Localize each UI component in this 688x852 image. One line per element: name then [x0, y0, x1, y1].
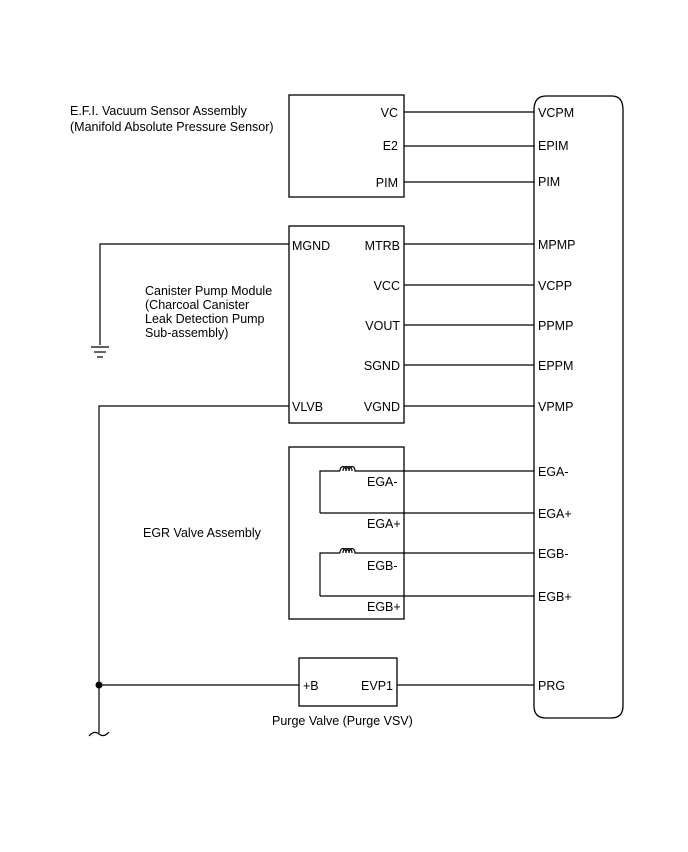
- ecm-terminal-epim: EPIM: [538, 139, 569, 153]
- pin-vout: VOUT: [365, 319, 400, 333]
- pin-vlvb: VLVB: [292, 400, 323, 414]
- ecm-terminal-egb-plus: EGB+: [538, 590, 572, 604]
- pin-vgnd: VGND: [364, 400, 400, 414]
- wire-vlvb-common: [98, 405, 289, 733]
- wire-continuation-icon: [88, 731, 110, 737]
- canister-pump-label-2: (Charcoal Canister: [145, 298, 249, 312]
- vacuum-sensor-label-1: E.F.I. Vacuum Sensor Assembly: [70, 104, 248, 118]
- vacuum-sensor-label-2: (Manifold Absolute Pressure Sensor): [70, 120, 274, 134]
- pin-pim: PIM: [376, 176, 398, 190]
- purge-valve-box: [298, 657, 398, 707]
- ecm-terminal-vcpm: VCPM: [538, 106, 574, 120]
- ecm-terminal-prg: PRG: [538, 679, 565, 693]
- pin-ega-minus: EGA-: [367, 475, 398, 489]
- ecm-terminal-ega-plus: EGA+: [538, 507, 572, 521]
- coil-a-icon: [319, 465, 534, 513]
- ecm-terminal-vpmp: VPMP: [538, 400, 573, 414]
- pin-vcc: VCC: [374, 279, 400, 293]
- canister-pump-label-4: Sub-assembly): [145, 326, 228, 340]
- pin-egb-plus: EGB+: [367, 600, 401, 614]
- egr-valve-box: [288, 446, 405, 620]
- ecm-terminal-ppmp: PPMP: [538, 319, 573, 333]
- pin-plus-b: +B: [303, 679, 319, 693]
- ecm-terminal-ega-minus: EGA-: [538, 465, 569, 479]
- ecm-terminal-vcpp: VCPP: [538, 279, 572, 293]
- egr-valve-label: EGR Valve Assembly: [143, 526, 262, 540]
- ecm-body: [533, 95, 624, 719]
- pin-evp1: EVP1: [361, 679, 393, 693]
- ecm-terminal-egb-minus: EGB-: [538, 547, 569, 561]
- purge-valve-label: Purge Valve (Purge VSV): [272, 714, 413, 728]
- ecm-terminal-mpmp: MPMP: [538, 238, 576, 252]
- wire-mgnd-ground: [99, 243, 289, 345]
- pin-mtrb: MTRB: [365, 239, 400, 253]
- pin-e2: E2: [383, 139, 398, 153]
- canister-pump-label-1: Canister Pump Module: [145, 284, 272, 298]
- pin-vc: VC: [381, 106, 398, 120]
- ground-icon: [91, 346, 109, 358]
- canister-pump-label-3: Leak Detection Pump: [145, 312, 265, 326]
- coil-b-icon: [319, 547, 534, 596]
- ecm-terminal-pim: PIM: [538, 175, 560, 189]
- pin-sgnd: SGND: [364, 359, 400, 373]
- pin-egb-minus: EGB-: [367, 559, 398, 573]
- ecm-terminal-eppm: EPPM: [538, 359, 573, 373]
- pin-mgnd: MGND: [292, 239, 330, 253]
- pin-ega-plus: EGA+: [367, 517, 401, 531]
